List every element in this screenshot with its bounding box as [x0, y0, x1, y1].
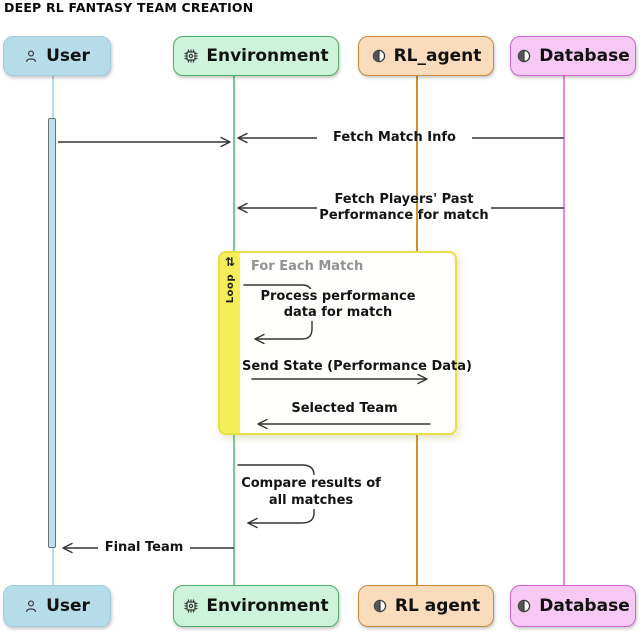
actor-label: User — [46, 46, 90, 66]
line-segment — [491, 207, 564, 209]
person-icon — [26, 599, 37, 612]
message-label-line1: Fetch Players' Past — [334, 192, 474, 207]
message-send-state-arrow — [251, 373, 428, 385]
message-selected-team-label: Selected Team — [242, 401, 447, 417]
arrowhead-left-segment — [62, 542, 98, 554]
message-label-line2: Performance for match — [319, 208, 489, 223]
message-label-line2: data for match — [283, 305, 393, 320]
brain-icon — [518, 49, 531, 63]
actor-label: RL_agent — [393, 46, 482, 66]
brain-icon — [518, 599, 531, 613]
actor-database-top: Database — [510, 36, 636, 76]
actor-user-top: User — [3, 36, 111, 76]
actor-database-bottom: Database — [510, 585, 636, 627]
database-lifeline — [563, 76, 565, 585]
self-message-process-label: Process performance data for match — [258, 289, 418, 321]
actor-user-bottom: User — [3, 585, 111, 627]
self-message-compare-label: Compare results of all matches — [240, 475, 382, 509]
person-icon — [26, 49, 37, 62]
message-label: Final Team — [104, 540, 184, 555]
message-selected-team-arrow — [257, 418, 431, 430]
brain-icon — [373, 599, 387, 613]
actor-label: Environment — [206, 46, 329, 66]
message-label-line1: Compare results of — [241, 476, 381, 491]
message-fetch-players-past: Fetch Players' Past Performance for matc… — [237, 187, 564, 229]
loop-operator-tab: ⇅ Loop — [220, 253, 240, 433]
user-activation-bar — [48, 118, 56, 548]
message-label-line2: all matches — [268, 493, 354, 508]
loop-icon: ⇅ — [224, 255, 236, 269]
actor-label: Database — [539, 46, 630, 66]
message-arrow-user-to-environment — [58, 136, 231, 148]
actor-rl-agent-bottom: RL agent — [358, 585, 494, 627]
loop-frame: ⇅ Loop For Each Match Process performanc… — [218, 251, 472, 435]
actor-label: RL agent — [394, 596, 481, 616]
message-send-state-label: Send State (Performance Data) — [242, 359, 472, 375]
actor-environment-bottom: Environment — [173, 585, 339, 627]
line-segment — [190, 547, 234, 549]
message-fetch-match-info: Fetch Match Info — [237, 127, 564, 149]
line-segment — [472, 137, 564, 139]
actor-label: User — [46, 596, 90, 616]
message-label: Fetch Match Info — [333, 130, 456, 145]
message-label: Fetch Players' Past Performance for matc… — [317, 192, 491, 224]
actor-environment-top: Environment — [173, 36, 339, 76]
chip-icon — [184, 49, 198, 63]
brain-icon — [372, 49, 385, 63]
diagram-title: DEEP RL FANTASY TEAM CREATION — [4, 0, 254, 15]
actor-label: Database — [539, 596, 630, 616]
message-final-team: Final Team — [62, 537, 234, 559]
message-label-line1: Process performance — [260, 289, 416, 304]
actor-label: Environment — [206, 596, 329, 616]
actor-rl-agent-top: RL_agent — [358, 36, 494, 76]
loop-condition-label: For Each Match — [251, 259, 364, 274]
loop-operator-label: Loop — [224, 274, 236, 304]
arrowhead-left-segment — [237, 202, 317, 214]
chip-icon — [184, 599, 198, 613]
arrowhead-left-segment — [237, 132, 317, 144]
